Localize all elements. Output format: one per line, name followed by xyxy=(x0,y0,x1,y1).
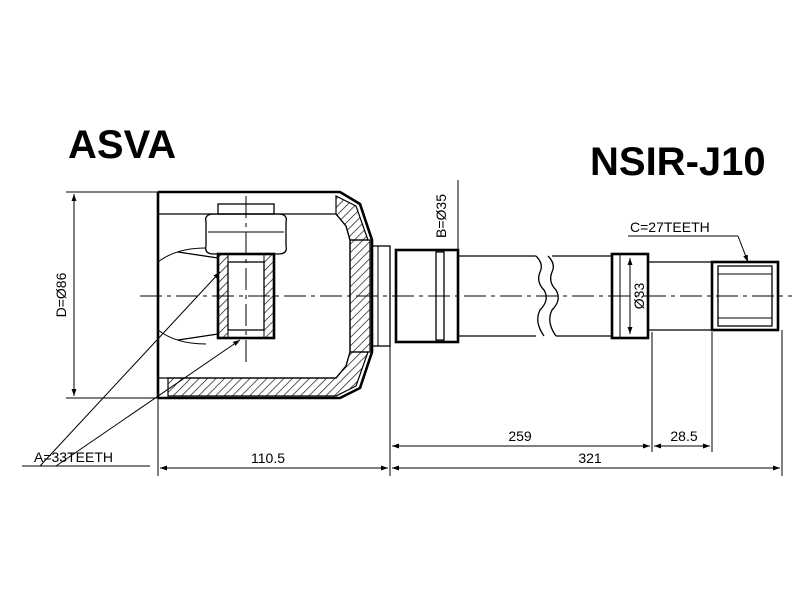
cv-joint-housing xyxy=(156,190,391,400)
joint-length-label: 110.5 xyxy=(251,450,285,466)
dim-outer-diameter: D=Ø86 xyxy=(53,191,158,399)
boot-diameter-label: B=Ø35 xyxy=(433,194,449,238)
outer-spline-label: C=27TEETH xyxy=(630,219,710,235)
total-length-label: 321 xyxy=(578,450,602,466)
shaft-diameter-label: Ø33 xyxy=(631,283,647,310)
dim-shaft-length: 259 xyxy=(392,428,650,449)
dim-shaft-diameter: Ø33 xyxy=(627,258,647,334)
brand-label: ASVA xyxy=(68,123,176,167)
inner-spline-label: A=33TEETH xyxy=(34,449,113,465)
shaft-length-label: 259 xyxy=(508,428,532,444)
dim-joint-length: 110.5 xyxy=(160,450,388,471)
outer-diameter-label: D=Ø86 xyxy=(53,272,69,317)
drive-shaft xyxy=(394,248,780,344)
spline-length-label: 28.5 xyxy=(670,428,697,444)
dim-inner-spline: A=33TEETH xyxy=(22,271,241,467)
dim-outer-spline: C=27TEETH xyxy=(628,219,749,263)
dim-spline-length: 28.5 xyxy=(654,428,710,449)
dim-boot-diameter: B=Ø35 xyxy=(433,180,459,250)
length-extension-lines xyxy=(157,330,783,476)
dim-total-length: 321 xyxy=(392,450,780,471)
tripod-assembly xyxy=(157,196,287,362)
part-number: NSIR-J10 xyxy=(590,140,766,184)
